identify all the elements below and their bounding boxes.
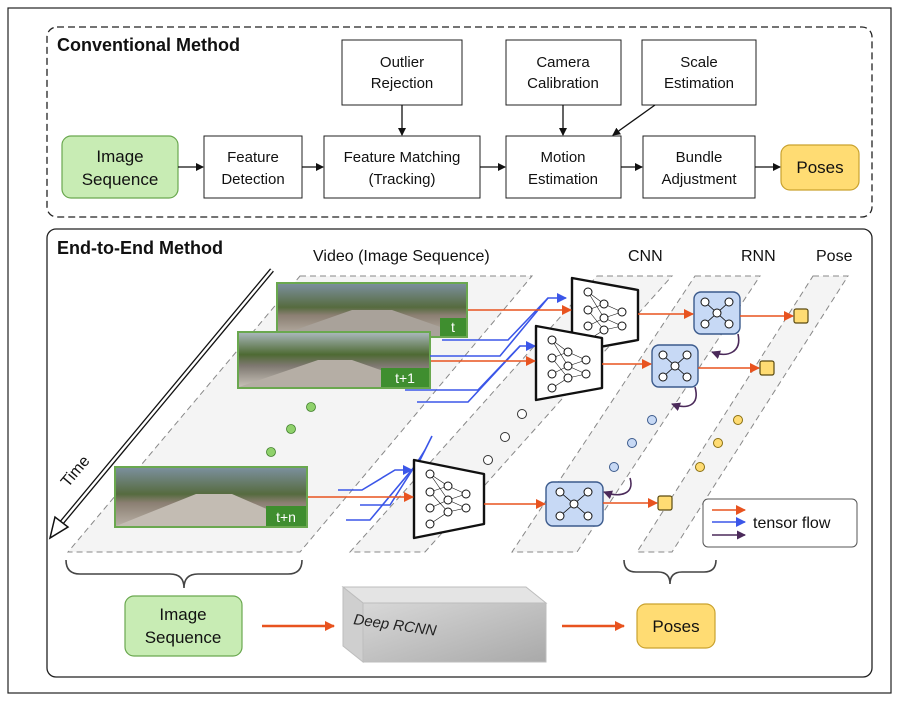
blue-flow-arrows — [338, 293, 567, 521]
cnn-block-n — [412, 458, 486, 540]
bottom-input-line-1: Image — [159, 605, 206, 624]
time-label: Time — [58, 453, 94, 491]
recurrent-arrows — [603, 333, 740, 500]
bundle-adjustment-box: Bundle Adjustment — [642, 135, 756, 199]
feature-matching-box: Feature Matching (Tracking) — [323, 135, 481, 199]
pipeline-arrows — [178, 104, 781, 171]
conventional-title: Conventional Method — [57, 35, 240, 55]
outlier-line-1: Outlier — [380, 54, 424, 71]
scale-line-1: Scale — [680, 54, 718, 71]
pose-band — [636, 275, 849, 553]
scale-line-2: Estimation — [664, 75, 734, 92]
motion-estimation-box: Motion Estimation — [505, 135, 622, 199]
pose-output-t1 — [759, 360, 775, 376]
poses-box-top: Poses — [780, 144, 860, 191]
motion-line-1: Motion — [540, 149, 585, 166]
frame-tn-label: t+n — [276, 509, 296, 525]
rnn-block-n — [545, 481, 604, 527]
scale-estimation-box: Scale Estimation — [641, 39, 757, 106]
pose-output-tn — [657, 495, 673, 511]
rnn-label: RNN — [741, 248, 776, 265]
outlier-rejection-box: Outlier Rejection — [341, 39, 463, 106]
bottom-poses-label: Poses — [652, 617, 699, 636]
frame-t1-label: t+1 — [395, 370, 415, 386]
pose-outputs — [657, 308, 809, 511]
frame-ellipsis-dots — [266, 402, 316, 457]
bundle-line-2: Adjustment — [661, 171, 737, 188]
end-to-end-title: End-to-End Method — [57, 238, 223, 258]
pose-label: Pose — [816, 248, 853, 265]
rnn-block-1 — [693, 291, 741, 335]
bottom-poses-box: Poses — [636, 603, 716, 649]
image-seq-line-2: Sequence — [82, 170, 159, 189]
cnn-label: CNN — [628, 248, 663, 265]
feature-detection-line-2: Detection — [221, 171, 284, 188]
pose-output-t — [793, 308, 809, 324]
bottom-input-line-2: Sequence — [145, 628, 222, 647]
video-brace — [65, 559, 303, 589]
bundle-line-1: Bundle — [676, 149, 723, 166]
feature-detection-box: Feature Detection — [203, 135, 303, 199]
camera-line-2: Calibration — [527, 75, 599, 92]
rnn-block-2 — [651, 344, 699, 388]
video-label: Video (Image Sequence) — [313, 248, 490, 265]
image-seq-line-1: Image — [96, 147, 143, 166]
frame-t-label: t — [451, 319, 455, 335]
time-axis: Time — [48, 268, 274, 540]
cnn-block-2 — [534, 324, 604, 402]
legend: tensor flow — [702, 498, 858, 548]
pose-brace — [623, 559, 717, 585]
end-to-end-panel — [46, 228, 873, 678]
poses-top-label: Poses — [796, 158, 843, 177]
outlier-line-2: Rejection — [371, 75, 434, 92]
braces — [65, 559, 717, 589]
feature-matching-line-1: Feature Matching — [344, 149, 461, 166]
frame-tn: t+n — [114, 466, 308, 528]
feature-matching-line-2: (Tracking) — [369, 171, 436, 188]
bottom-image-sequence-box: Image Sequence — [124, 595, 243, 657]
cnn-block-1 — [570, 276, 640, 354]
legend-label: tensor flow — [753, 515, 831, 532]
camera-calibration-box: Camera Calibration — [505, 39, 622, 106]
deep-rcnn-box: Deep RCNN — [341, 585, 548, 664]
image-sequence-box: Image Sequence — [61, 135, 179, 199]
cnn-ellipsis-dots — [483, 409, 527, 465]
conventional-panel — [46, 26, 873, 218]
feature-detection-line-1: Feature — [227, 149, 279, 166]
outer-frame — [7, 7, 892, 694]
camera-line-1: Camera — [536, 54, 590, 71]
frame-t1: t+1 — [237, 331, 431, 389]
motion-line-2: Estimation — [528, 171, 598, 188]
frame-t: t — [276, 282, 468, 338]
rnn-ellipsis-dots — [609, 415, 657, 472]
pose-ellipsis-dots — [695, 415, 743, 472]
orange-flow-arrows — [308, 305, 794, 509]
